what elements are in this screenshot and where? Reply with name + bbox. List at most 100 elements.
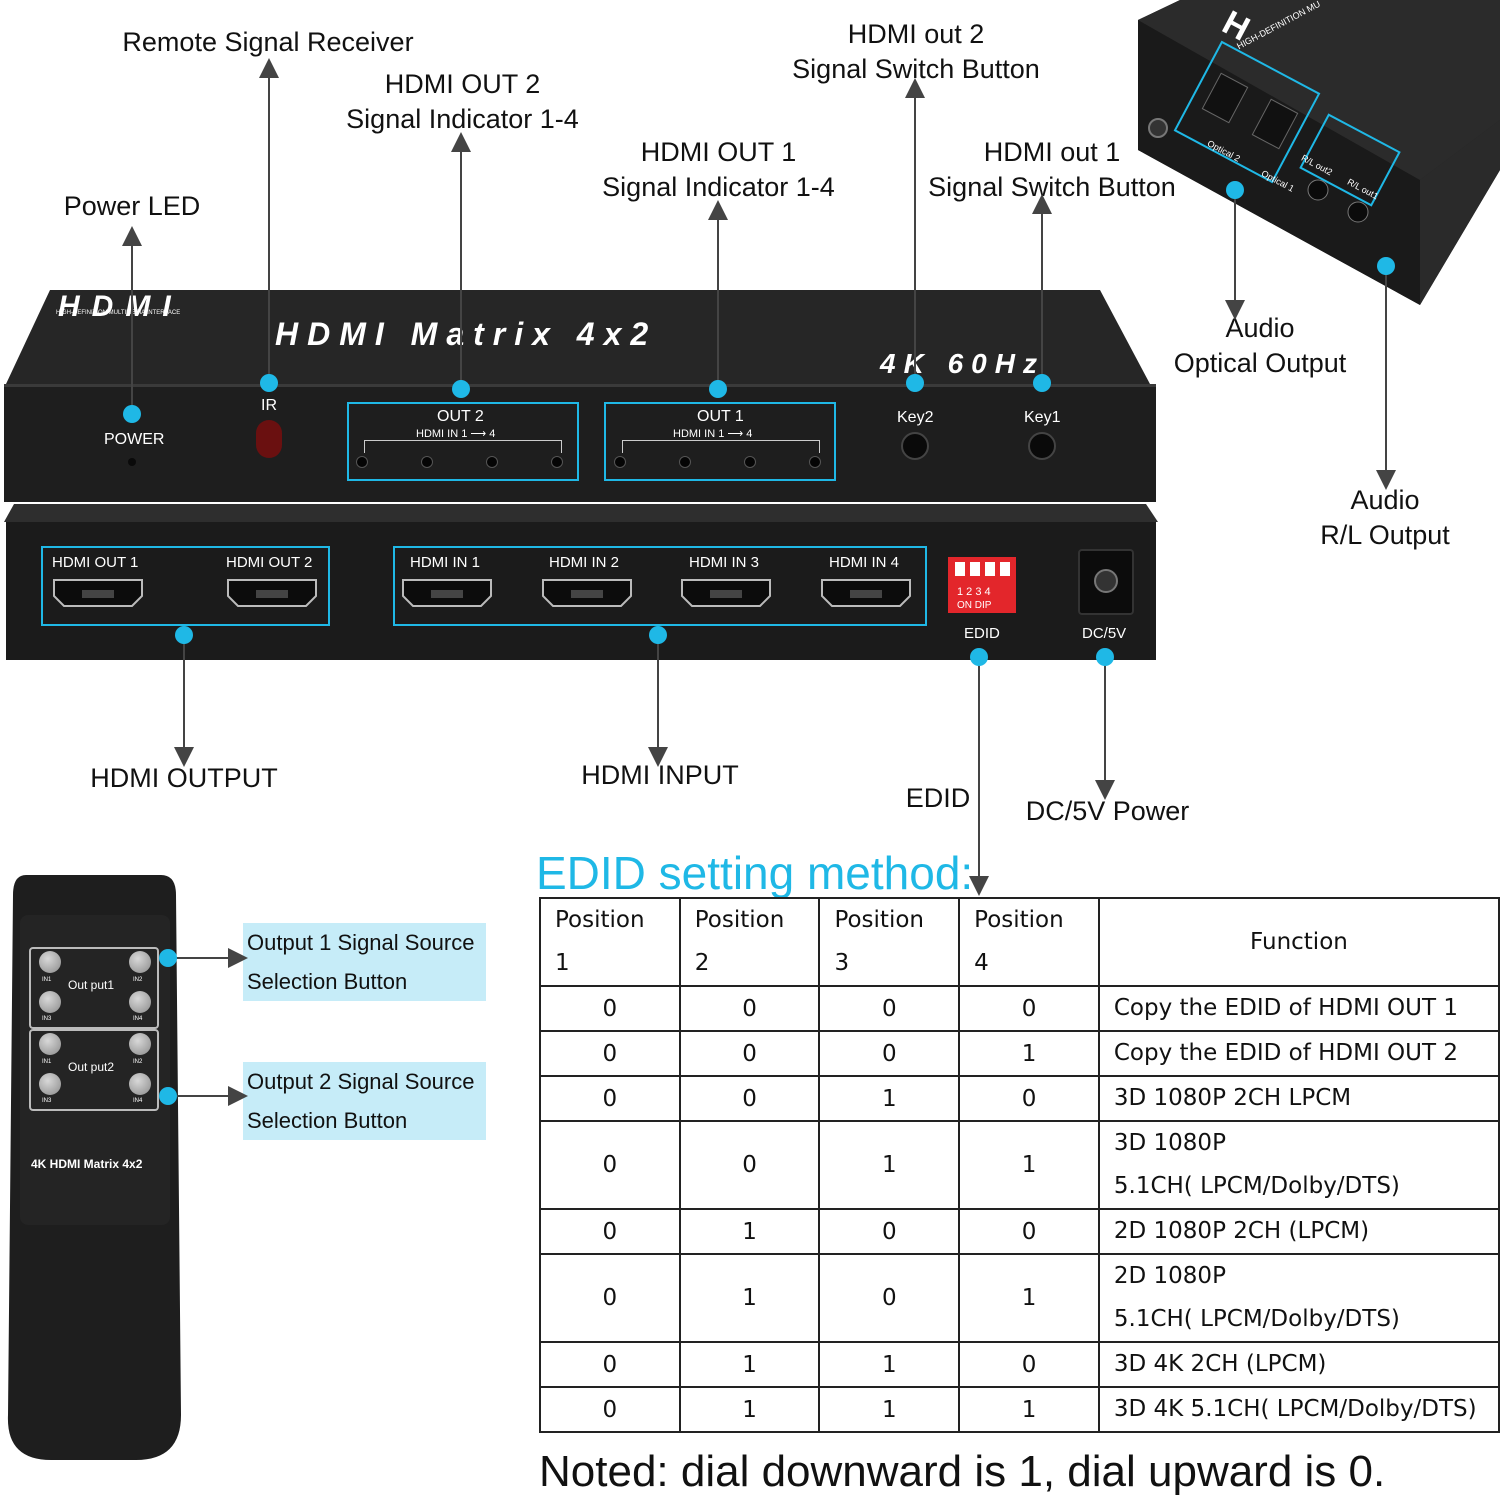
label-power-led: Power LED	[63, 191, 201, 221]
edid-cell-position-1: 0	[539, 1075, 681, 1122]
front-brand-sub: HIGH-DEFINITION MULTIMEDIA INTERFACE	[56, 310, 181, 316]
edid-header-line: 4	[974, 950, 989, 976]
key2-button[interactable]	[901, 432, 929, 460]
edid-cell-position-2: 1	[678, 1341, 821, 1388]
edid-header-line: Position	[834, 907, 924, 933]
dc-label: DC/5V	[1082, 625, 1127, 642]
edid-function-line: Copy the EDID of HDMI OUT 1	[1113, 995, 1458, 1021]
hdmi-out-2-port[interactable]	[226, 578, 318, 608]
edid-header-function: Function	[1097, 897, 1500, 987]
label-audio-optical-line2: Optical Output	[1173, 348, 1347, 378]
edid-cell-position-2: 1	[678, 1253, 821, 1343]
port-label-hdmi-in-1: HDMI IN 1	[410, 554, 481, 571]
label-hdmi-out1-switch: HDMI out 1 Signal Switch Button	[914, 135, 1190, 205]
hdmi-input-group	[393, 546, 927, 626]
out2-led-2	[421, 456, 433, 468]
port-label-hdmi-in-4: HDMI IN 4	[829, 554, 900, 571]
edid-cell-position-2: 0	[678, 1030, 821, 1077]
remote-out1-in4-button[interactable]	[129, 991, 151, 1013]
edid-cell-position-3: 0	[818, 1253, 961, 1343]
edid-cell-function: 3D 4K 5.1CH( LPCM/Dolby/DTS)	[1097, 1386, 1500, 1433]
edid-function-line: 2D 1080P 2CH (LPCM)	[1113, 1218, 1370, 1244]
edid-cell-position-2: 0	[678, 1075, 821, 1122]
edid-cell-position-4: 1	[958, 1120, 1100, 1210]
label-hdmi-out1-indicator: HDMI OUT 1 Signal Indicator 1-4	[586, 135, 851, 205]
key2-label: Key2	[897, 409, 934, 426]
remote-out1-in2-button[interactable]	[129, 951, 151, 973]
edid-cell-position-3: 1	[818, 1341, 961, 1388]
edid-function-line: 5.1CH( LPCM/Dolby/DTS)	[1113, 1306, 1400, 1332]
key1-label: Key1	[1024, 409, 1061, 426]
edid-header-line: 1	[555, 950, 570, 976]
label-audio-rl: Audio R/L Output	[1305, 483, 1465, 553]
label-hdmi-out1-indicator-line2: Signal Indicator 1-4	[602, 172, 835, 202]
out1-indicator-box	[604, 402, 836, 481]
front-spec: 4K 60Hz	[880, 348, 1045, 379]
edid-dip-switch[interactable]	[948, 557, 1016, 613]
edid-header-position-1: Position 1	[539, 897, 681, 987]
remote-callout-2-line1: Output 2 Signal Source	[247, 1069, 475, 1094]
remote-out1-group	[29, 947, 159, 1029]
edid-header-line: Position	[555, 907, 645, 933]
out1-led-1	[614, 456, 626, 468]
remote-callout-2-line2: Selection Button	[247, 1108, 408, 1133]
remote-callout-1-line2: Selection Button	[247, 969, 408, 994]
remote-out1-in1-button[interactable]	[39, 951, 61, 973]
front-power-label: POWER	[104, 431, 165, 448]
hdmi-in-2-port[interactable]	[541, 578, 633, 608]
label-dc-power: DC/5V Power	[1025, 796, 1190, 826]
device-back-panel: HDMI OUT 1 HDMI OUT 2 HDMI IN 1 HDMI IN …	[0, 504, 1160, 664]
label-audio-rl-line2: R/L Output	[1320, 520, 1450, 550]
out2-indicator-box	[347, 402, 579, 481]
edid-cell-position-2: 0	[678, 985, 821, 1032]
label-hdmi-out2-switch-line1: HDMI out 2	[847, 19, 985, 49]
hdmi-input-line-dot	[649, 626, 667, 644]
label-audio-optical: Audio Optical Output	[1160, 311, 1360, 381]
edid-cell-position-4: 0	[958, 1075, 1100, 1122]
out2-label: OUT 2	[437, 408, 484, 425]
key1-button[interactable]	[1028, 432, 1056, 460]
edid-title: EDID setting method:	[536, 847, 974, 899]
remote-out2-line-dot	[159, 1087, 177, 1105]
hdmi-output-group	[41, 546, 330, 626]
edid-function-line: Copy the EDID of HDMI OUT 2	[1113, 1040, 1458, 1066]
out2-sub: HDMI IN 1 ⟶ 4	[416, 428, 496, 440]
edid-cell-position-4: 1	[958, 1030, 1100, 1077]
edid-cell-function: Copy the EDID of HDMI OUT 1	[1097, 985, 1500, 1032]
edid-cell-position-2: 0	[678, 1120, 821, 1210]
remote-out2-in2-button[interactable]	[129, 1033, 151, 1055]
remote-in4-label-a: IN4	[133, 1016, 143, 1022]
remote-out2-in1-button[interactable]	[39, 1033, 61, 1055]
edid-function-line: 3D 4K 2CH (LPCM)	[1113, 1351, 1327, 1377]
hdmi-in-4-port[interactable]	[820, 578, 912, 608]
remote-out2-in4-button[interactable]	[129, 1073, 151, 1095]
remote-out1-in3-button[interactable]	[39, 991, 61, 1013]
ir-receiver	[256, 420, 282, 458]
out1-led-2	[679, 456, 691, 468]
remote-callout-2: Output 2 Signal Source Selection Button	[243, 1062, 486, 1140]
dc-power-jack[interactable]	[1078, 549, 1134, 615]
remote-callout-1: Output 1 Signal Source Selection Button	[243, 923, 486, 1001]
hdmi-in-1-port[interactable]	[401, 578, 493, 608]
hdmi-in-3-port[interactable]	[680, 578, 772, 608]
side-device: H Optical 2 Optical 1 R/L out2 R/L out1 …	[1120, 0, 1500, 310]
dc-line-dot	[1096, 648, 1114, 666]
edid-function-line: 3D 4K 5.1CH( LPCM/Dolby/DTS)	[1113, 1396, 1477, 1422]
edid-cell-position-3: 0	[818, 1030, 961, 1077]
port-label-hdmi-out-1: HDMI OUT 1	[52, 554, 139, 571]
remote-in1-label-b: IN1	[42, 1059, 52, 1065]
remote-in2-label-b: IN2	[133, 1059, 143, 1065]
port-label-hdmi-out-2: HDMI OUT 2	[226, 554, 313, 571]
out1-led-3	[744, 456, 756, 468]
front-brand: HDMI	[58, 290, 183, 323]
out1-indicator-line-dot	[709, 380, 727, 398]
edid-cell-position-1: 0	[539, 985, 681, 1032]
hdmi-out-1-port[interactable]	[52, 578, 144, 608]
remote-callout-1-line1: Output 1 Signal Source	[247, 930, 475, 955]
remote-out2-in3-button[interactable]	[39, 1073, 61, 1095]
